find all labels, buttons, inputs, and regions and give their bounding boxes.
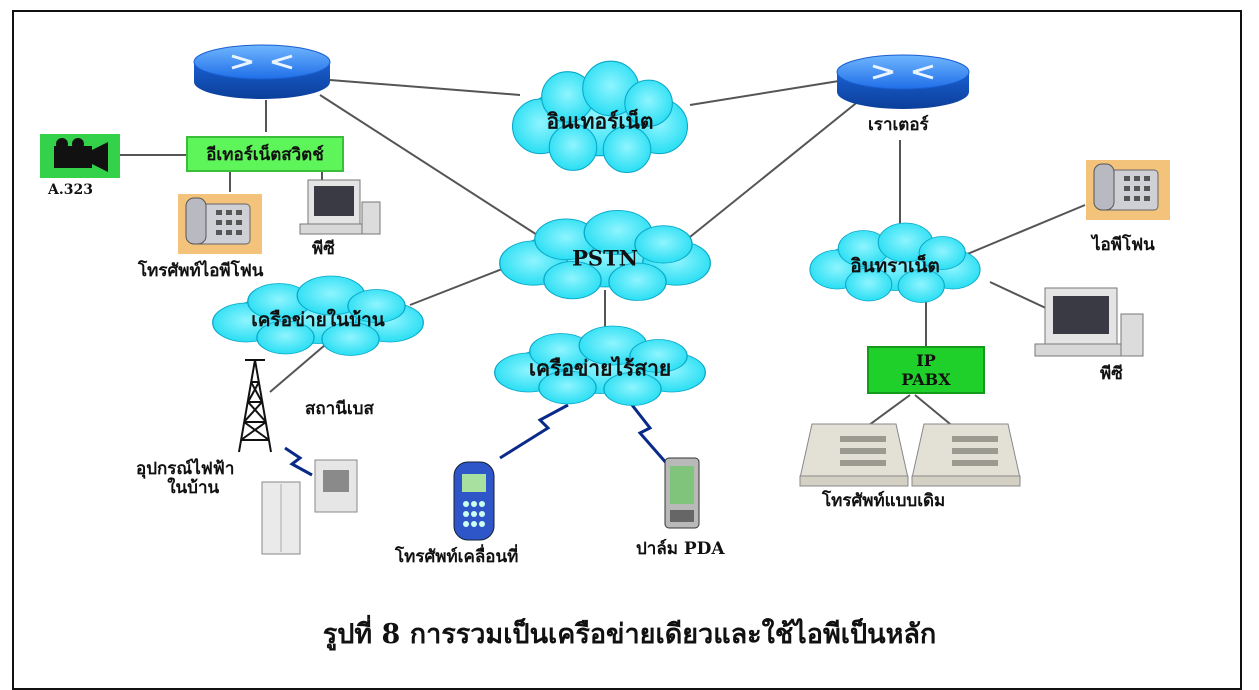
desk-phone-icon — [911, 423, 1021, 487]
ip-pabx-line1: IP — [916, 351, 936, 370]
link-router-pstn-right — [679, 99, 861, 246]
link-pabx-phone1 — [864, 394, 911, 429]
base-station-label: สถานีเบส — [305, 399, 374, 419]
appliance-label: อุปกรณ์ไฟฟ้า ในบ้าน — [136, 460, 234, 497]
figure-caption: รูปที่ 8 การรวมเป็นเครือข่ายเดียวและใช้ไ… — [322, 619, 937, 650]
cloud-label-wireless-network: เครือข่ายไร้สาย — [528, 355, 672, 381]
link-pabx-phone2 — [914, 394, 956, 429]
cloud-label-internet: อินเทอร์เน็ต — [546, 108, 654, 134]
ip-phone-icon — [178, 194, 262, 254]
desk-phone-icon — [799, 423, 909, 487]
legacy-phone-label: โทรศัพท์แบบเดิม — [822, 491, 946, 511]
pda-label: ปาล์ม PDA — [636, 539, 725, 559]
antenna-tower-icon — [238, 359, 272, 453]
link-internet-router — [689, 79, 846, 106]
h323-label: A.323 — [48, 182, 93, 198]
cloud-label-pstn: PSTN — [572, 245, 638, 271]
pc-right-label: พีซี — [1100, 364, 1123, 384]
router-icon — [193, 44, 331, 99]
pc-icon — [299, 179, 381, 235]
mobile-phone-icon — [453, 461, 495, 541]
cloud-label-home-network: เครือข่ายในบ้าน — [251, 309, 385, 331]
appliance-label-line1: อุปกรณ์ไฟฟ้า — [136, 459, 235, 479]
ip-phone-right-label: ไอพีโฟน — [1092, 235, 1155, 255]
link-intranet-ipphone — [964, 204, 1086, 256]
lightning-bolt-icon — [630, 404, 670, 466]
cloud-label-intranet: อินทราเน็ต — [850, 255, 940, 277]
network-diagram — [40, 44, 1170, 555]
lightning-bolt-icon — [499, 403, 569, 460]
pc-icon — [1034, 287, 1144, 357]
ip-pabx-line2: PABX — [901, 370, 951, 389]
link-router-internet — [329, 79, 521, 96]
wireless-links — [284, 403, 670, 477]
refrigerator-icon — [261, 481, 301, 555]
ethernet-switch-box: อีเทอร์เน็ตสวิตช์ — [186, 136, 344, 172]
link-router-pstn — [319, 94, 546, 241]
microwave-icon — [314, 459, 358, 513]
link-intranet-pc — [989, 281, 1051, 311]
ip-phone-left-label: โทรศัพท์ไอพีโฟน — [138, 261, 264, 281]
ip-phone-icon — [1086, 160, 1170, 220]
video-camera-icon — [40, 134, 120, 178]
link-home-basestation — [269, 344, 326, 393]
appliance-label-line2: ในบ้าน — [167, 477, 220, 498]
router-label: เราเตอร์ — [868, 115, 929, 135]
pda-icon — [664, 457, 700, 529]
router-icon — [836, 54, 970, 109]
lightning-bolt-icon — [284, 446, 313, 477]
pc-left-label: พีซี — [312, 239, 335, 259]
mobile-phone-label: โทรศัพท์เคลื่อนที่ — [395, 547, 519, 567]
ip-pabx-box: IP PABX — [867, 346, 985, 394]
